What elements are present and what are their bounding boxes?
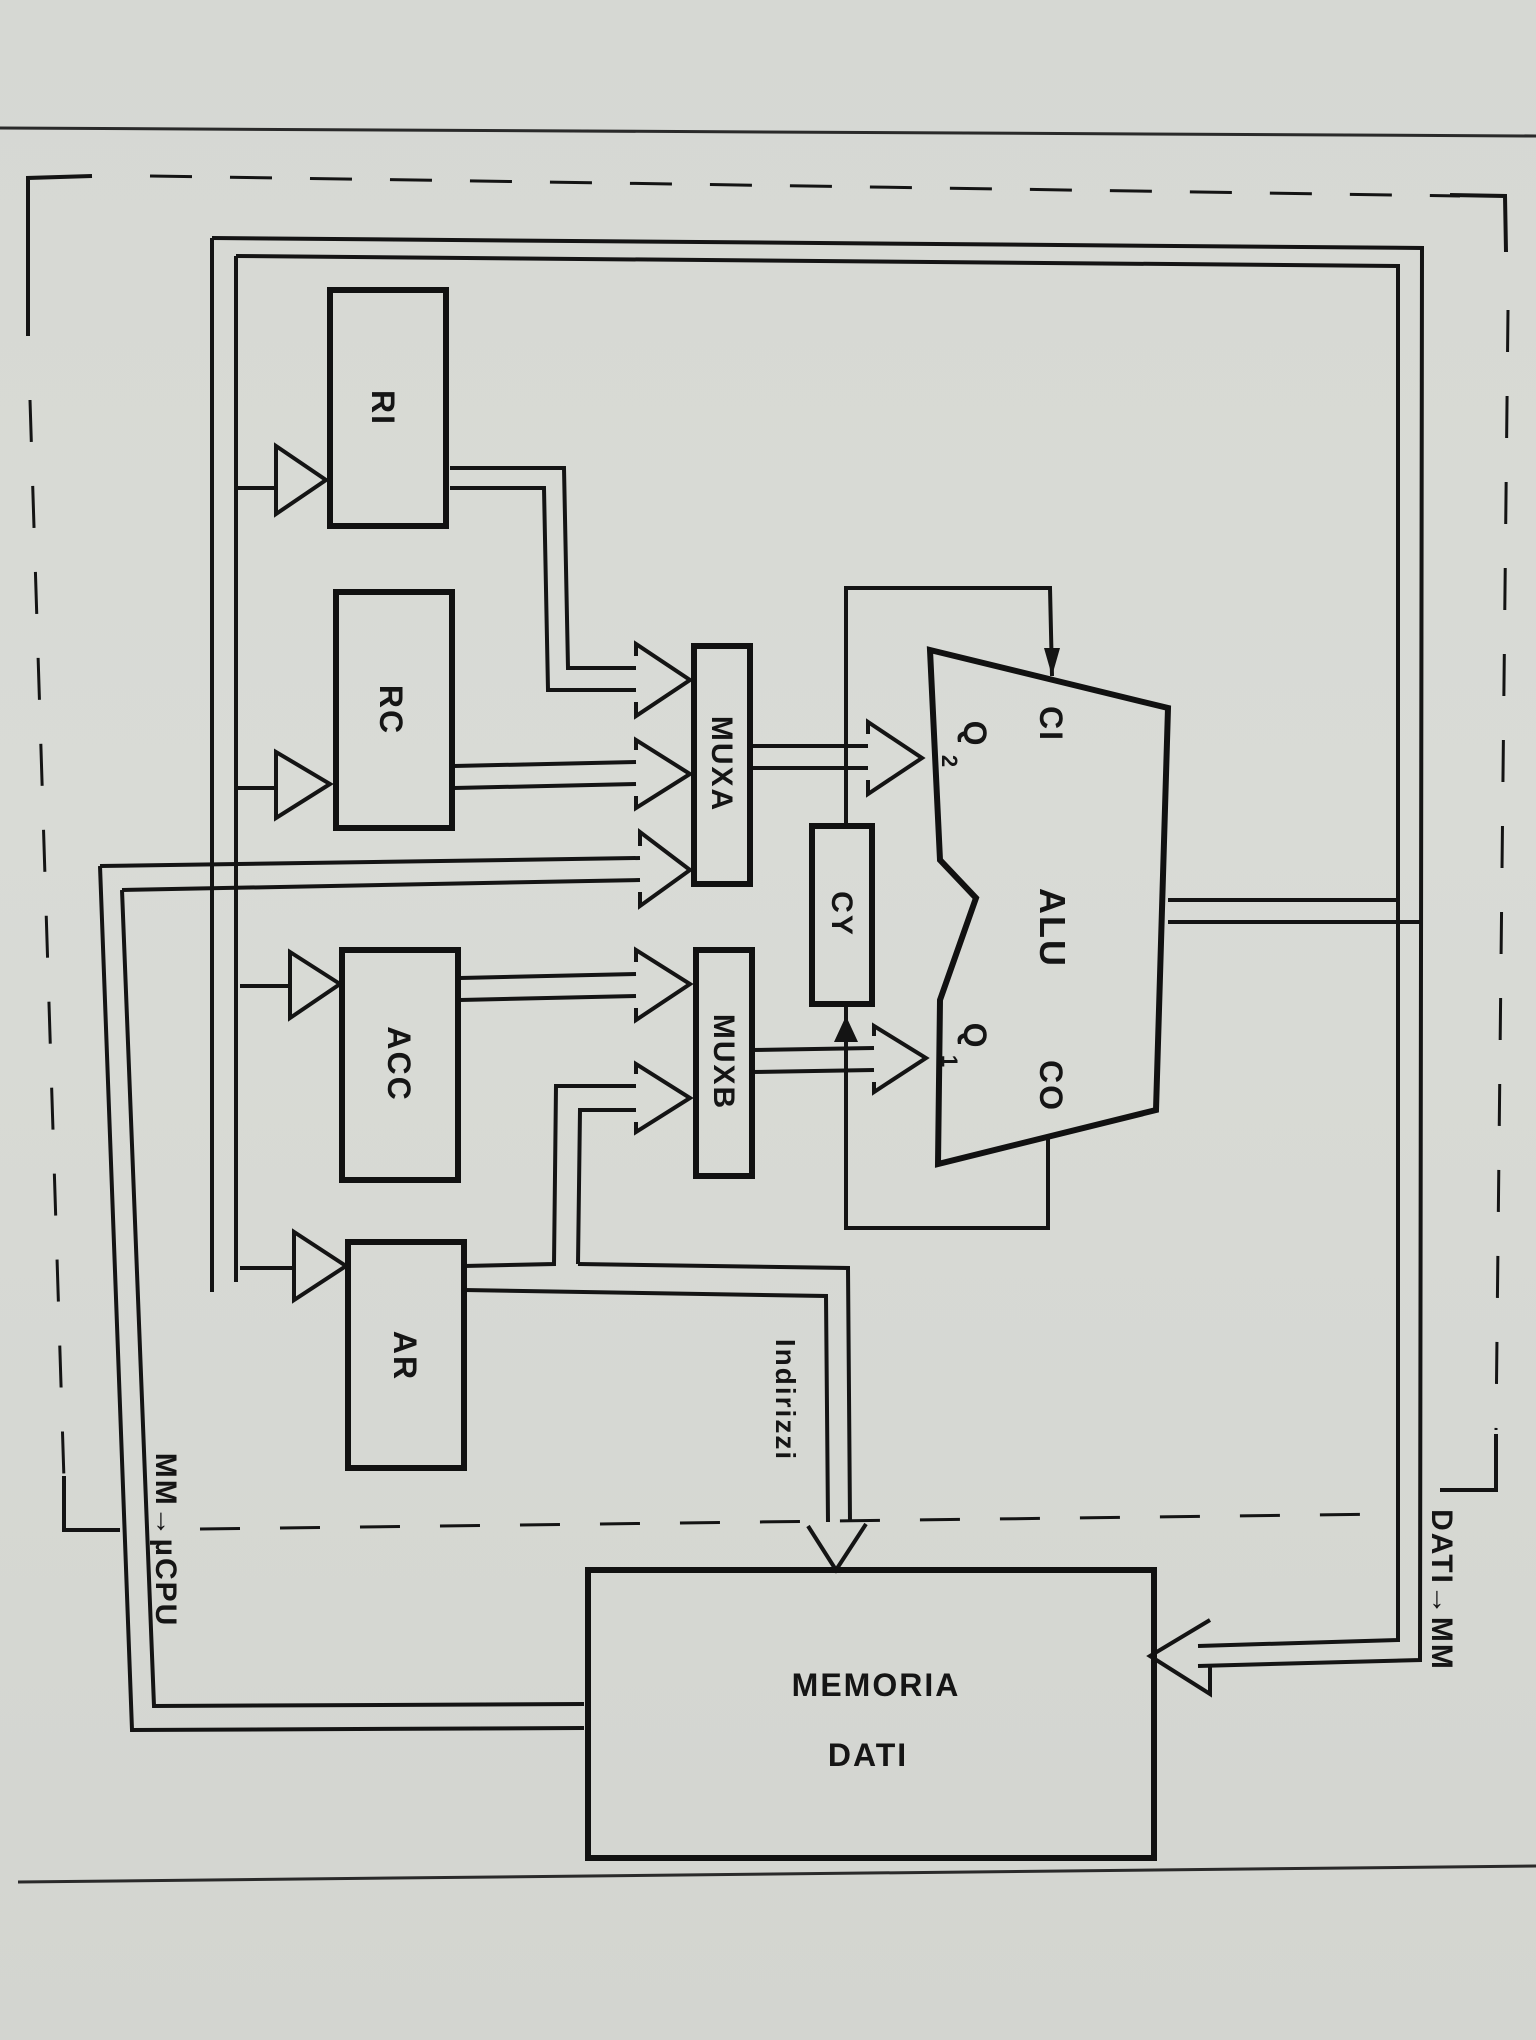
ri-input-arrow [236,442,330,518]
ar-muxb-arrow [634,1060,694,1136]
muxb-alu-wire-a [751,1046,875,1052]
cy-label: CY [825,891,858,937]
rc-muxa-wire-a [453,760,637,768]
cpu-boundary-corner-tr [1449,193,1508,253]
rc-label: RC [373,685,409,735]
dati-mm-label: DATI→MM [1425,1509,1458,1671]
memoria-label: MEMORIA [792,1667,961,1703]
indirizzi-wire-inner [577,1262,852,1523]
rc-muxa-wire-b [453,782,637,790]
bus-dati-outer [211,236,1425,1668]
bus-mmcpu-outer [98,865,585,1733]
co-label: CO [1033,1060,1069,1112]
cpu-boundary-corner-bl [62,1476,120,1532]
indirizzi-label: Indirizzi [770,1339,801,1461]
cy-flag-block [809,823,875,1007]
bus-dati-inner [235,254,1400,1648]
mmcpu-muxa-arrow [638,827,694,910]
muxb-alu-arrow [872,1022,930,1096]
indirizzi-arrow [806,1522,868,1574]
acc-register [339,947,461,1183]
bus-mmcpu-top-outer [99,856,641,868]
cpu-boundary-corner-br [1440,1434,1498,1492]
acc-muxb-arrow [634,946,694,1024]
q1-subscript: 1 [937,1055,962,1069]
page-frame-top [0,126,1536,138]
rc-register [333,589,455,831]
cpu-boundary-right [1494,309,1510,1431]
ri-muxa-wire-a [450,466,636,670]
ar-muxb-wire-a [463,1084,636,1268]
q2-subscript: 2 [937,755,962,769]
dati-arrow-head [1146,1618,1212,1698]
muxa-label: MUXA [705,716,738,812]
ar-register [345,1239,467,1471]
indirizzi-wire-outer [463,1288,830,1523]
co-loop-wire [844,1006,1050,1230]
cpu-boundary-top [149,174,1461,198]
page-frame-bottom [17,1864,1536,1884]
cpu-boundary-bottom [199,1512,1391,1531]
muxa-alu-arrow [866,718,926,798]
muxb-alu-wire-b [751,1068,875,1074]
mm-cpu-label: MM→µCPU [149,1453,182,1628]
ri-register [327,287,449,529]
ri-label: RI [365,390,401,426]
ar-label: AR [387,1331,423,1381]
muxa-block [691,643,753,887]
muxb-label: MUXB [707,1014,740,1110]
dati-label: DATI [828,1737,908,1773]
ri-muxa-wire-b [450,486,636,692]
muxb-block [693,947,755,1179]
acc-muxb-wire-b [459,994,637,1002]
rc-muxa-arrow [634,736,694,812]
acc-label: ACC [381,1026,417,1101]
cpu-boundary-corner-tl [26,174,93,336]
ar-muxb-wire-b [576,1108,636,1265]
rc-input-arrow [236,748,334,822]
acc-muxb-wire-a [459,972,637,980]
memoria-dati-block [585,1567,1157,1861]
alu-block [926,646,1172,1168]
bus-mmcpu-inner [120,889,585,1709]
ri-muxa-arrow [634,640,694,720]
ar-input-arrow [240,1228,350,1304]
cpu-boundary-left [28,399,66,1481]
co-arrow-head [834,1016,858,1042]
q1-label: Q [957,1023,993,1050]
ci-label: CI [1033,706,1069,742]
alu-label: ALU [1032,888,1073,968]
ci-loop-wire [844,586,1054,826]
bus-mmcpu-top-inner [121,878,641,892]
acc-input-arrow [240,948,344,1022]
q2-label: Q [957,721,993,748]
ci-arrow-head [1044,648,1060,676]
